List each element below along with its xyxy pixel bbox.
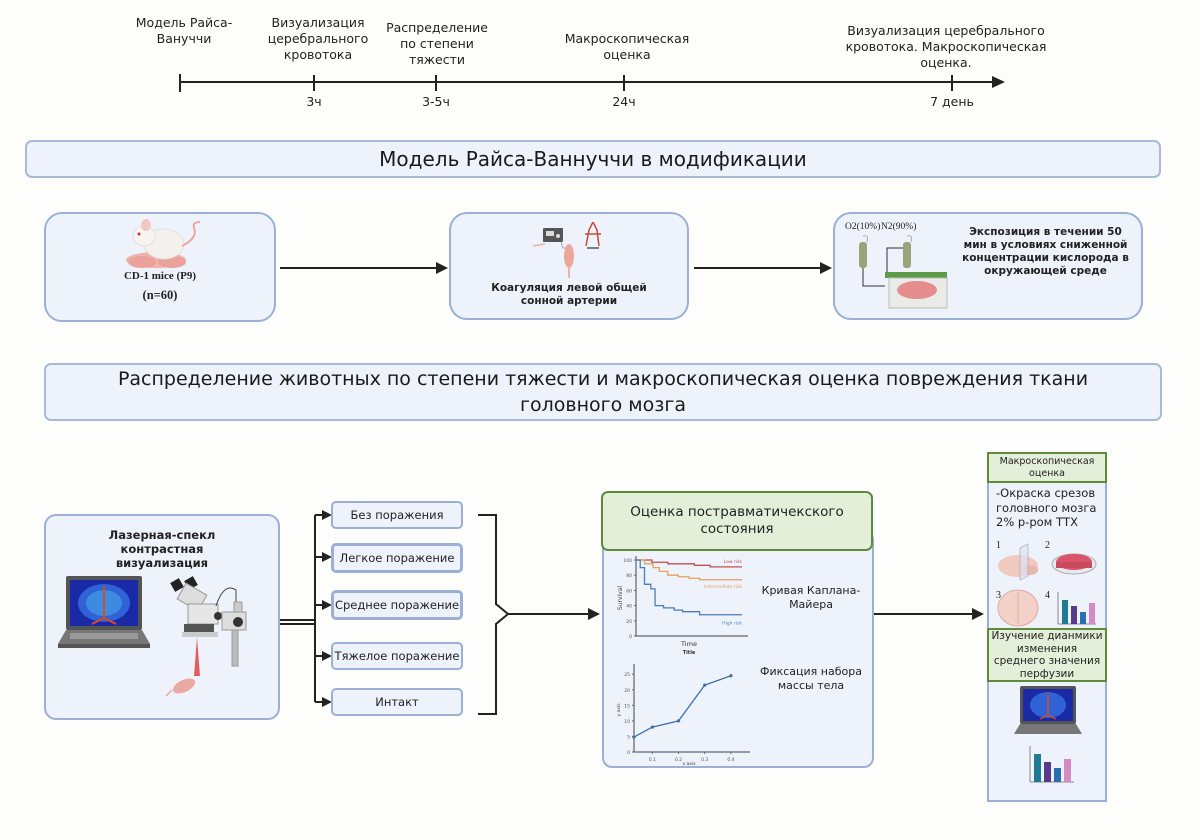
body-weight-chart: 0 5 10 15 20 25 0.1 0.2 0.3 0.4 x axis y axis bbox=[616, 664, 750, 766]
section1-title: Модель Райса-Ваннуччи в модификации bbox=[25, 140, 1161, 178]
branch-arrows bbox=[280, 510, 332, 707]
step-number: 1 bbox=[996, 540, 1001, 551]
timeline-event-label: Макроскопическая оценка bbox=[564, 31, 690, 62]
gas-label-n2: N2(90%) bbox=[881, 222, 917, 232]
series-line bbox=[633, 675, 732, 738]
y-tick-label: 20 bbox=[624, 688, 630, 694]
gas-label-o2: O2(10%) bbox=[845, 222, 881, 232]
y-tick-label: 100 bbox=[623, 558, 632, 564]
brain-slice-icon bbox=[998, 543, 1038, 581]
petri-dish-icon bbox=[1051, 553, 1097, 575]
series-line bbox=[636, 559, 742, 616]
timeline-time: 24ч bbox=[612, 94, 636, 109]
data-point bbox=[676, 719, 681, 723]
data-point bbox=[632, 735, 636, 739]
y-tick-label: 15 bbox=[624, 703, 630, 709]
assessment-title: Оценка постравматичекского состояния bbox=[601, 491, 873, 551]
timeline-time: 3ч bbox=[306, 94, 322, 109]
severity-group: Тяжелое поражение bbox=[331, 642, 463, 670]
arrow-icon bbox=[315, 697, 332, 707]
timeline-axis bbox=[179, 74, 1005, 92]
severity-group: Среднее поражение bbox=[331, 590, 463, 620]
series-line bbox=[636, 559, 742, 568]
timeline-event-label: Модель Райса- Вануччи bbox=[135, 15, 233, 46]
legend-label: Low risk bbox=[724, 559, 743, 565]
step-title: Экспозиция в течении 50 мин в условиях с… bbox=[962, 226, 1129, 277]
km-label: Кривая Каплана- Майера bbox=[761, 584, 861, 611]
y-tick-label: 10 bbox=[624, 719, 630, 725]
arrow-icon bbox=[694, 262, 832, 274]
data-point bbox=[729, 674, 733, 678]
severity-group: Интакт bbox=[331, 688, 463, 716]
y-tick-label: 40 bbox=[626, 604, 632, 610]
x-axis-label: x axis bbox=[682, 761, 696, 766]
data-point bbox=[703, 683, 707, 687]
x-tick-label: 0.2 bbox=[675, 757, 682, 763]
bar-chart-icon bbox=[1057, 592, 1096, 625]
legend-label: Intermediate risk bbox=[703, 584, 742, 590]
step-card-hypoxia: O2(10%) N2(90%) Экспозиция в течении 50 … bbox=[833, 212, 1143, 320]
weight-label: Фиксация набора массы тела bbox=[760, 665, 862, 692]
brain-staining-icons bbox=[997, 543, 1097, 627]
step-title: Коагуляция левой общей сонной артерии bbox=[491, 282, 647, 307]
arrow-icon bbox=[874, 608, 984, 620]
arrow-icon bbox=[588, 608, 600, 620]
step-title: CD-1 mice (P9) bbox=[123, 270, 197, 282]
data-point bbox=[650, 725, 654, 729]
y-tick-label: 25 bbox=[624, 672, 630, 678]
legend-label: High risk bbox=[722, 621, 742, 627]
microscope-laser-icon bbox=[170, 576, 247, 676]
timeline-arrowhead-icon bbox=[992, 76, 1005, 88]
imaging-card: Лазерная-спекл контрастная визуализация bbox=[44, 514, 280, 720]
x-tick-label: 0.4 bbox=[727, 757, 734, 763]
y-tick-label: 60 bbox=[626, 588, 632, 594]
timeline-time: 3-5ч bbox=[422, 94, 450, 109]
arrow-icon bbox=[280, 262, 448, 274]
x-tick-label: 0.1 bbox=[649, 757, 656, 763]
series-line bbox=[636, 559, 742, 581]
arrow-icon bbox=[315, 552, 332, 562]
y-axis-label: Survival bbox=[617, 586, 624, 611]
y-tick-label: 0 bbox=[627, 750, 630, 756]
mouse-pup-icon bbox=[165, 678, 196, 697]
x-tick-label: 0.3 bbox=[701, 757, 708, 763]
y-tick-label: 20 bbox=[626, 619, 632, 625]
chart-title: Title bbox=[683, 650, 696, 656]
mouse-with-pups-icon bbox=[126, 219, 201, 268]
brain-section-icon bbox=[997, 589, 1039, 627]
step-number: 4 bbox=[1045, 590, 1050, 601]
sample-size: (n=60) bbox=[142, 288, 178, 302]
y-tick-label: 0 bbox=[629, 634, 632, 640]
timeline-event-label: Визуализация церебрального кровотока. Ма… bbox=[845, 23, 1047, 70]
arrow-icon bbox=[315, 651, 332, 661]
laptop-brain-perfusion-icon bbox=[1014, 686, 1082, 734]
macro-text: -Окраска срезов головного мозга 2% р-ром… bbox=[996, 486, 1097, 529]
timeline-event-label: Распределение по степени тяжести bbox=[386, 20, 488, 67]
severity-group: Без поражения bbox=[331, 501, 463, 529]
assessment-card bbox=[602, 530, 874, 768]
macro-header: Макроскопическая оценка bbox=[987, 452, 1107, 483]
y-tick-label: 80 bbox=[626, 573, 632, 579]
timeline-time: 7 день bbox=[930, 94, 974, 109]
x-axis-label: Time bbox=[680, 640, 697, 648]
arrow-icon bbox=[315, 510, 332, 520]
step-card-coagulation: Коагуляция левой общей сонной артерии bbox=[449, 212, 689, 320]
bracket-arrow bbox=[478, 514, 600, 715]
step-number: 3 bbox=[996, 590, 1001, 601]
step-card-mice: CD-1 mice (P9) (n=60) bbox=[44, 212, 276, 322]
laptop-brain-perfusion-icon bbox=[58, 576, 150, 648]
y-tick-label: 5 bbox=[627, 734, 630, 740]
step-number: 2 bbox=[1045, 540, 1050, 551]
y-axis-label: y axis bbox=[616, 703, 622, 717]
timeline-event-label: Визуализация церебрального кровотока bbox=[267, 15, 369, 62]
coagulation-device-icon bbox=[532, 222, 601, 278]
perfusion-header: Изучение дианмики изменения среднего зна… bbox=[987, 628, 1107, 682]
imaging-title: Лазерная-спекл контрастная визуализация bbox=[108, 528, 216, 570]
bar-chart-icon bbox=[1029, 746, 1074, 783]
arrow-icon bbox=[315, 600, 332, 610]
hypoxia-chamber-icon bbox=[859, 235, 948, 309]
severity-group: Легкое поражение bbox=[331, 543, 463, 573]
section2-title: Распределение животных по степени тяжест… bbox=[44, 363, 1162, 421]
